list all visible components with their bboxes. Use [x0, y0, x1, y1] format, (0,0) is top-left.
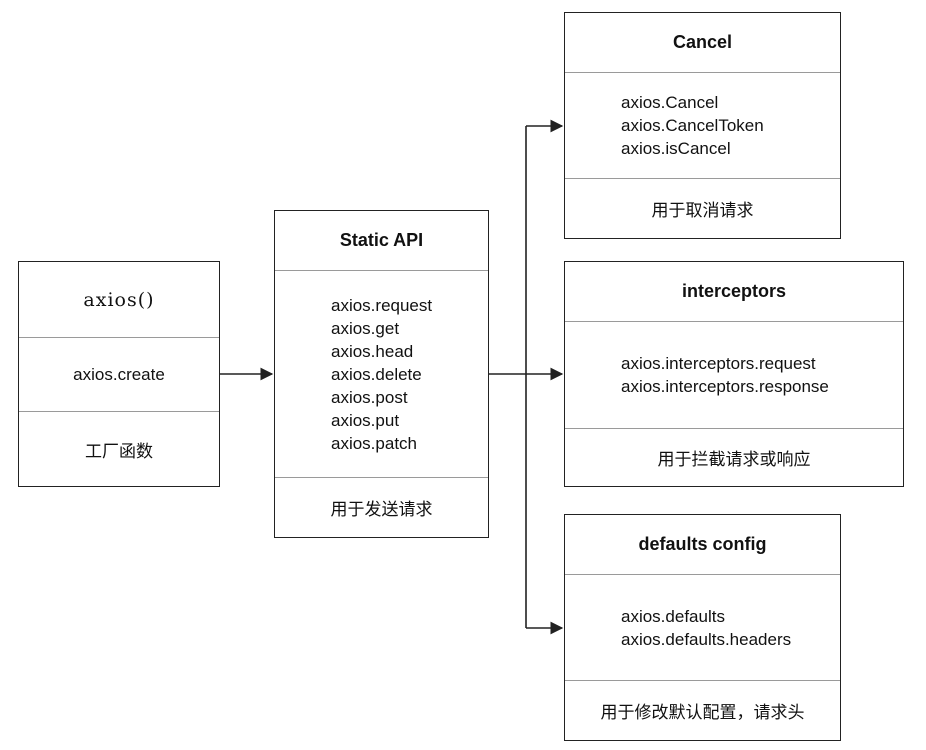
interceptors-title: interceptors	[565, 262, 903, 322]
interceptors-note: 用于拦截请求或响应	[657, 450, 811, 470]
defaults-note: 用于修改默认配置，请求头	[600, 703, 805, 723]
static-api-box: Static API axios.request axios.get axios…	[274, 210, 489, 538]
method-item: axios.post	[331, 387, 408, 407]
interceptors-item: axios.interceptors.response	[621, 377, 829, 396]
defaults-item: axios.defaults	[621, 606, 725, 626]
interceptors-items: axios.interceptors.request axios.interce…	[565, 322, 903, 429]
cancel-item: axios.CancelToken	[621, 116, 764, 135]
axios-call-label: axios()	[19, 262, 219, 338]
cancel-box: Cancel axios.Cancel axios.CancelToken ax…	[564, 12, 841, 239]
method-item: axios.get	[331, 318, 400, 338]
defaults-config-box: defaults config axios.defaults axios.def…	[564, 514, 841, 741]
defaults-title: defaults config	[565, 515, 840, 575]
static-api-title: Static API	[275, 211, 488, 271]
defaults-items: axios.defaults axios.defaults.headers	[565, 575, 840, 681]
cancel-item: axios.isCancel	[621, 139, 731, 158]
method-item: axios.put	[331, 410, 400, 430]
cancel-note: 用于取消请求	[651, 201, 754, 221]
defaults-item: axios.defaults.headers	[621, 629, 792, 649]
interceptors-item: axios.interceptors.request	[621, 354, 816, 373]
factory-box: axios() axios.create 工厂函数	[18, 261, 220, 487]
axios-create-label: axios.create	[19, 338, 219, 412]
cancel-items: axios.Cancel axios.CancelToken axios.isC…	[565, 73, 840, 179]
method-item: axios.patch	[331, 433, 417, 453]
static-api-note: 用于发送请求	[330, 500, 433, 520]
method-item: axios.delete	[331, 364, 422, 384]
method-item: axios.request	[331, 295, 433, 315]
factory-note: 工厂函数	[85, 441, 153, 462]
cancel-item: axios.Cancel	[621, 93, 719, 112]
cancel-title: Cancel	[565, 13, 840, 73]
method-item: axios.head	[331, 341, 414, 361]
static-api-methods: axios.request axios.get axios.head axios…	[275, 271, 488, 478]
interceptors-box: interceptors axios.interceptors.request …	[564, 261, 904, 487]
